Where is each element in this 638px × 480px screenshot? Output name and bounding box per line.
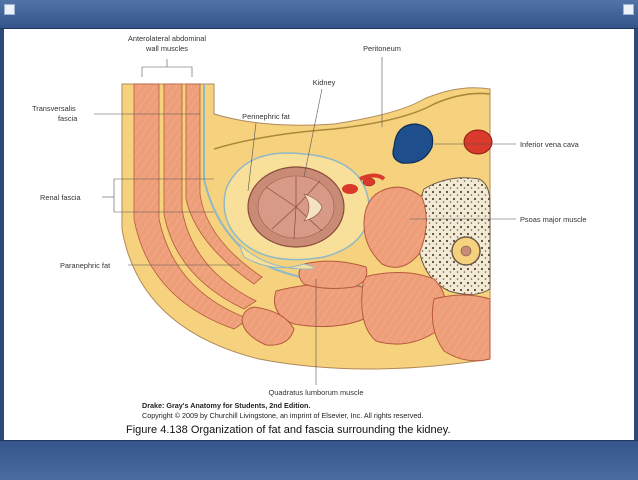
label-transversalis-line2: fascia <box>58 114 78 123</box>
back-muscle-4 <box>241 306 295 346</box>
corner-mark <box>4 4 15 15</box>
psoas-major-muscle <box>363 186 427 268</box>
credit-line-2: Copyright © 2009 by Churchill Livingston… <box>142 411 423 420</box>
label-paranephric-fat: Paranephric fat <box>60 261 110 270</box>
label-renal-fascia: Renal fascia <box>40 193 82 202</box>
peritoneum-line <box>213 92 491 150</box>
slide-bottom-bar <box>0 440 638 480</box>
back-muscle-1 <box>274 283 370 328</box>
label-inferior-vena-cava: Inferior vena cava <box>520 140 580 149</box>
abdominal-wall-muscle-middle <box>163 83 257 310</box>
corner-mark <box>623 4 634 15</box>
aorta <box>463 129 493 155</box>
anatomy-diagram: Anterolateral abdominal wall muscles Per… <box>32 34 587 436</box>
label-perinephric-fat: Perinephric fat <box>242 112 290 121</box>
kidney <box>247 166 345 248</box>
label-psoas-major: Psoas major muscle <box>520 215 587 224</box>
back-muscle-3 <box>431 294 491 362</box>
figure-caption: Figure 4.138 Organization of fat and fas… <box>126 424 451 436</box>
label-anterolateral-line2: wall muscles <box>145 44 188 53</box>
label-anterolateral-line1: Anterolateral abdominal <box>128 34 206 43</box>
slide-top-bar <box>0 0 638 29</box>
renal-hilum-vessel <box>359 173 386 181</box>
label-transversalis-line1: Transversalis <box>32 104 76 113</box>
slide-content: Anterolateral abdominal wall muscles Per… <box>4 29 634 440</box>
label-quadratus-lumborum: Quadratus lumborum muscle <box>269 388 364 397</box>
inferior-vena-cava <box>392 123 434 164</box>
label-kidney: Kidney <box>313 78 336 87</box>
paranephric-fat-region <box>238 243 315 270</box>
label-peritoneum: Peritoneum <box>363 44 401 53</box>
credit-line-1: Drake: Gray's Anatomy for Students, 2nd … <box>142 401 310 410</box>
renal-vein <box>342 184 358 194</box>
abdominal-wall-muscle-inner <box>185 83 263 285</box>
